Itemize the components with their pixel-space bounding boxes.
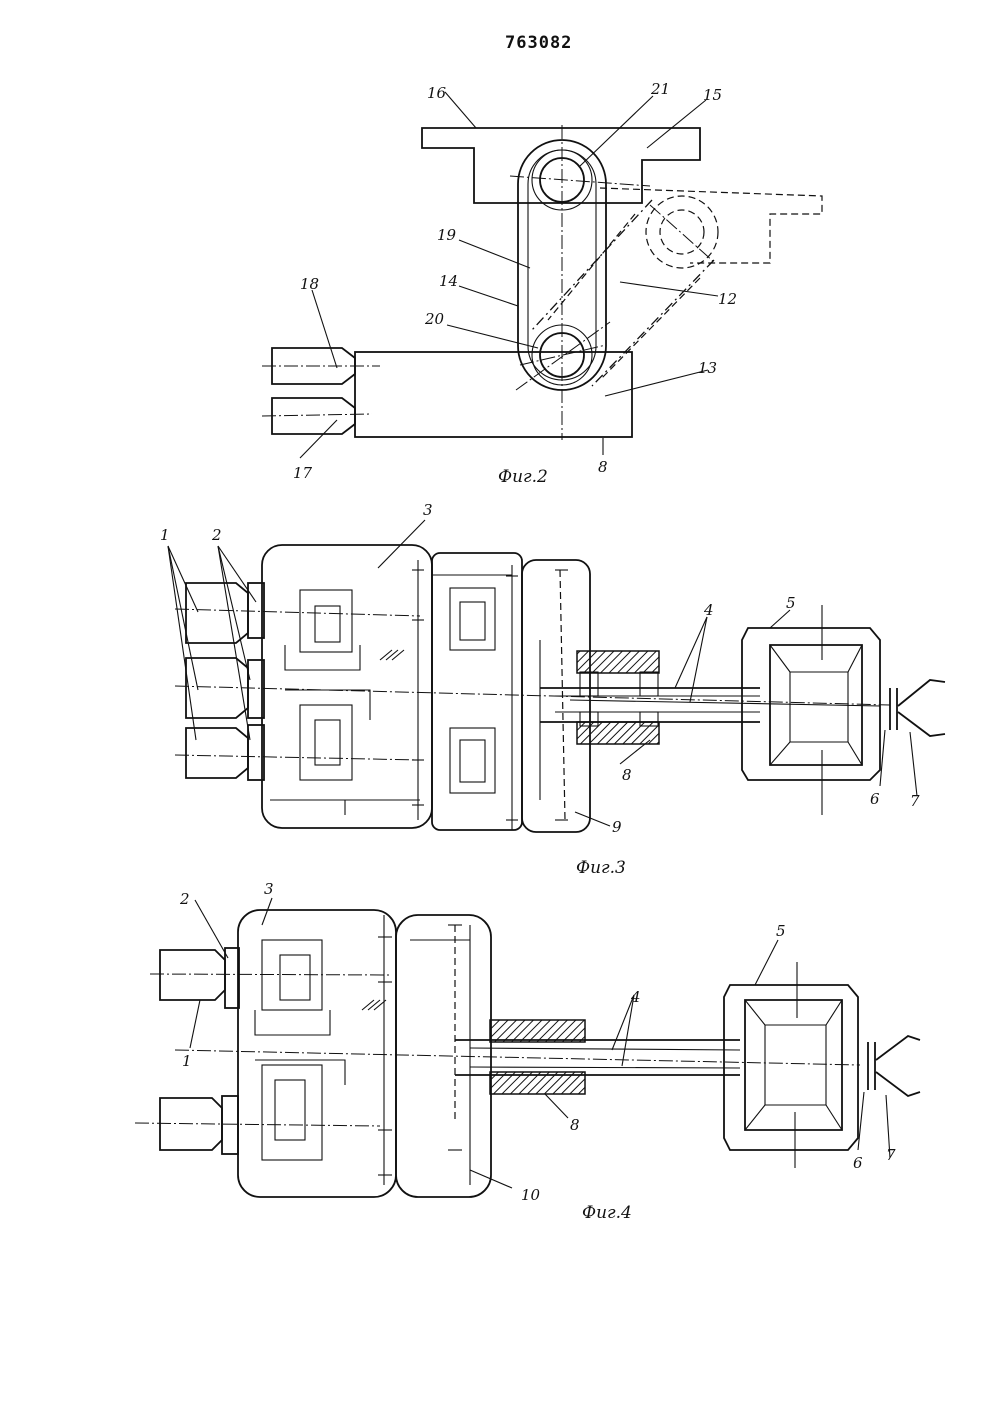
label-9: 9 <box>612 818 622 836</box>
label-1: 1 <box>182 1052 192 1070</box>
caption-fig4: Фиг.4 <box>582 1203 632 1223</box>
pulley-rotated <box>646 196 718 268</box>
label-4: 4 <box>703 601 714 619</box>
label-6: 6 <box>853 1154 863 1172</box>
figure-2: 16 21 15 19 14 12 20 18 13 17 8 Фиг.2 <box>262 80 822 487</box>
label-14: 14 <box>439 272 458 290</box>
label-8: 8 <box>598 458 608 476</box>
label-4: 4 <box>630 988 641 1006</box>
label-1: 1 <box>160 526 170 544</box>
label-16: 16 <box>427 84 447 102</box>
label-5: 5 <box>776 922 786 940</box>
label-12: 12 <box>718 290 737 308</box>
label-10: 10 <box>521 1186 541 1204</box>
label-8: 8 <box>570 1116 580 1134</box>
label-2: 2 <box>211 526 222 544</box>
support-8-bottom <box>577 722 659 744</box>
support-8-top <box>577 651 659 673</box>
label-20: 20 <box>424 310 445 328</box>
motor-1b <box>186 658 248 718</box>
label-6: 6 <box>870 790 880 808</box>
caption-fig3: Фиг.3 <box>576 858 626 878</box>
label-8: 8 <box>622 766 632 784</box>
label-17: 17 <box>293 464 313 482</box>
housing-3b <box>432 553 522 830</box>
label-19: 19 <box>437 226 457 244</box>
figure-4: 2 3 1 4 5 8 10 6 7 Фиг.4 <box>135 880 920 1223</box>
support-8-top <box>490 1020 585 1042</box>
figure-3: 1 2 3 4 5 8 9 6 7 Фиг.3 <box>160 501 945 878</box>
label-13: 13 <box>698 359 717 377</box>
bracket-rotated <box>600 188 822 263</box>
housing-3 <box>262 545 432 828</box>
label-3: 3 <box>264 880 274 898</box>
label-21: 21 <box>650 80 670 98</box>
label-5: 5 <box>786 594 796 612</box>
label-7: 7 <box>886 1146 896 1164</box>
label-3: 3 <box>423 501 433 519</box>
document-number: 763082 <box>505 33 572 53</box>
motor-1-top <box>160 950 225 1000</box>
label-15: 15 <box>703 86 722 104</box>
label-7: 7 <box>910 792 920 810</box>
label-2: 2 <box>179 890 190 908</box>
label-18: 18 <box>300 275 319 293</box>
caption-fig2: Фиг.2 <box>498 467 548 487</box>
